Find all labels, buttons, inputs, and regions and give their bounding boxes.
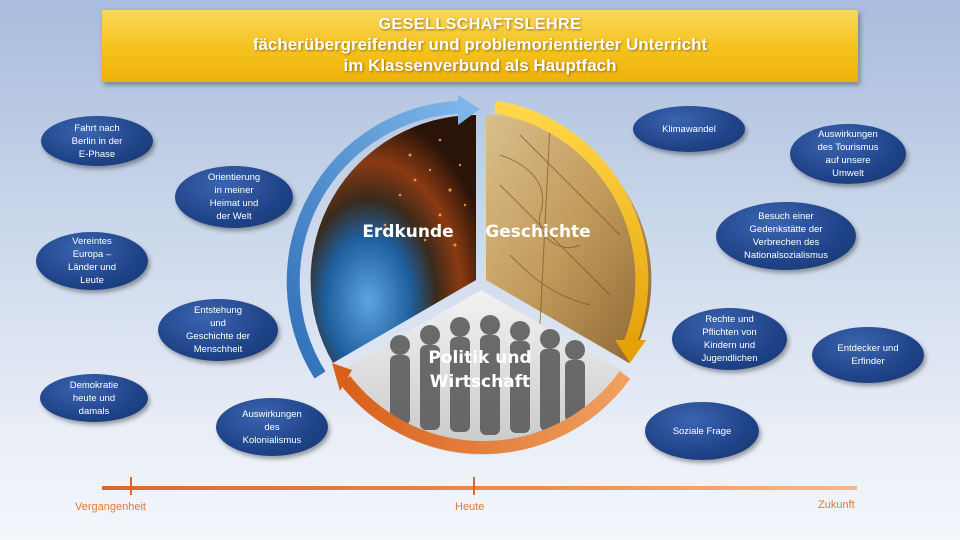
timeline-label-past: Vergangenheit — [75, 501, 146, 513]
arrow-gold — [493, 100, 649, 346]
bubble-orientierung: Orientierung in meiner Heimat und der We… — [175, 166, 293, 228]
title-banner: GESELLSCHAFTSLEHRE fächerübergreifender … — [102, 10, 858, 82]
bubble-rechte-pflichten: Rechte und Pflichten von Kindern und Jug… — [672, 308, 787, 370]
arrow-orange-head — [332, 363, 352, 391]
segment-erdkunde — [310, 114, 476, 363]
bubble-entstehung: Entstehung und Geschichte der Menschheit — [158, 299, 278, 361]
timeline-tick-present — [473, 477, 475, 495]
arrow-orange — [339, 371, 631, 455]
bubble-klimawandel: Klimawandel — [633, 106, 745, 152]
banner-title: GESELLSCHAFTSLEHRE — [378, 16, 582, 33]
arrow-blue-head — [458, 95, 480, 125]
timeline-label-present: Heute — [455, 501, 485, 513]
subject-wheel: Erdkunde Geschichte Politik und Wirtscha… — [286, 95, 652, 455]
bubble-fahrt-berlin: Fahrt nach Berlin in der E-Phase — [41, 116, 153, 166]
label-politik-line1: Politik und — [428, 348, 531, 368]
bubble-soziale-frage: Soziale Frage — [645, 402, 759, 460]
bubble-demokratie: Demokratie heute und damals — [40, 374, 148, 422]
timeline-label-future: Zukunft — [818, 499, 855, 511]
map-lines — [499, 124, 621, 326]
banner-subtitle-line1: fächerübergreifender und problemorientie… — [252, 35, 708, 54]
timeline-line — [102, 486, 857, 490]
bubble-gedenkstaette: Besuch einer Gedenkstätte der Verbrechen… — [716, 202, 856, 270]
bubble-tourismus: Auswirkungen des Tourismus auf unsere Um… — [790, 124, 906, 184]
people-silhouettes — [390, 315, 585, 435]
earth-lights — [383, 138, 467, 247]
arrow-blue — [286, 100, 466, 379]
label-erdkunde: Erdkunde — [362, 222, 453, 242]
bubble-kolonialismus: Auswirkungen des Kolonialismus — [216, 398, 328, 456]
banner-subtitle-line2: im Klassenverbund als Hauptfach — [343, 56, 617, 75]
bubble-entdecker: Entdecker und Erfinder — [812, 327, 924, 383]
arrow-gold-head — [615, 340, 646, 363]
timeline-tick-past — [130, 477, 132, 495]
label-politik-line2: Wirtschaft — [430, 372, 530, 392]
bubble-vereintes-europa: Vereintes Europa – Länder und Leute — [36, 232, 148, 290]
label-geschichte: Geschichte — [485, 222, 590, 242]
